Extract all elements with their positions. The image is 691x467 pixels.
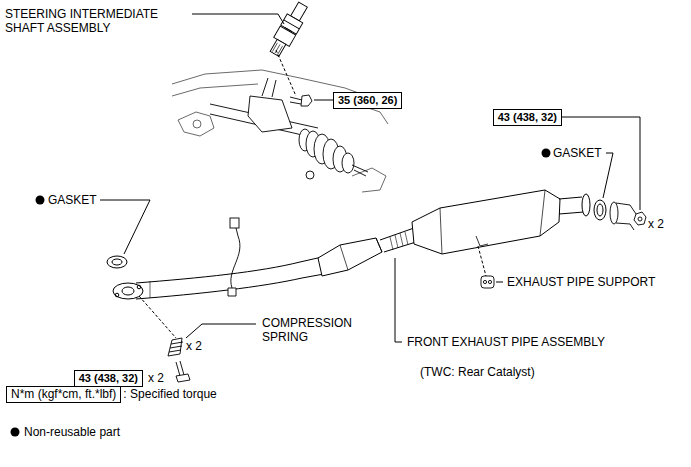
- flange-nut: [634, 212, 646, 225]
- crossmember-sketch: [172, 70, 388, 192]
- leader-line: [496, 282, 503, 283]
- exhaust-pipe-support: [481, 276, 494, 288]
- torque-box: 35 (360, 26): [333, 92, 402, 109]
- non-reusable-mark: [542, 149, 551, 158]
- part-label: x 2: [648, 217, 664, 231]
- torque-value: 35 (360, 26): [338, 94, 397, 106]
- legend-text: Non-reusable part: [24, 425, 120, 439]
- part-label: GASKET: [48, 193, 97, 207]
- assembly-line: [276, 50, 296, 96]
- compression-spring: [168, 338, 183, 356]
- part-label: (TWC: Rear Catalyst): [420, 365, 535, 379]
- non-reusable-mark: [11, 428, 20, 437]
- part-label: x 2: [186, 339, 202, 353]
- leader-line: [186, 324, 256, 338]
- unit-legend-box: N*m (kgf*cm, ft.*lbf): [6, 386, 121, 403]
- leader-line: [192, 14, 284, 24]
- leader-line: [562, 117, 640, 210]
- part-label: COMPRESSION SPRING: [262, 316, 374, 344]
- torque-value: 43 (438, 32): [79, 372, 138, 384]
- part-label: x 2: [148, 371, 164, 385]
- leader-line: [314, 100, 333, 101]
- companion-pipe: [610, 202, 636, 230]
- gasket: [594, 200, 606, 220]
- torque-box: 43 (438, 32): [74, 370, 143, 387]
- part-label: EXHAUST PIPE SUPPORT: [507, 275, 655, 289]
- torque-value: N*m (kgf*cm, ft.*lbf): [11, 387, 116, 401]
- gasket: [107, 256, 127, 268]
- part-label: STEERING INTERMEDIATE SHAFT ASSEMBLY: [5, 7, 197, 35]
- oxygen-sensor: [228, 218, 240, 296]
- assembly-line: [139, 296, 176, 338]
- part-label: : Specified torque: [123, 387, 216, 401]
- leader-line: [395, 258, 402, 342]
- part-label: GASKET: [553, 146, 602, 160]
- shaft-bolt: [290, 95, 312, 106]
- leader-line: [603, 153, 613, 198]
- flange-bolt: [176, 361, 190, 382]
- torque-value: 43 (438, 32): [498, 111, 557, 123]
- leader-line: [100, 200, 150, 254]
- non-reusable-mark: [36, 196, 45, 205]
- part-label: FRONT EXHAUST PIPE ASSEMBLY: [407, 335, 605, 349]
- assembly-line: [478, 246, 486, 276]
- torque-box: 43 (438, 32): [493, 109, 562, 126]
- intermediate-shaft: [267, 0, 311, 58]
